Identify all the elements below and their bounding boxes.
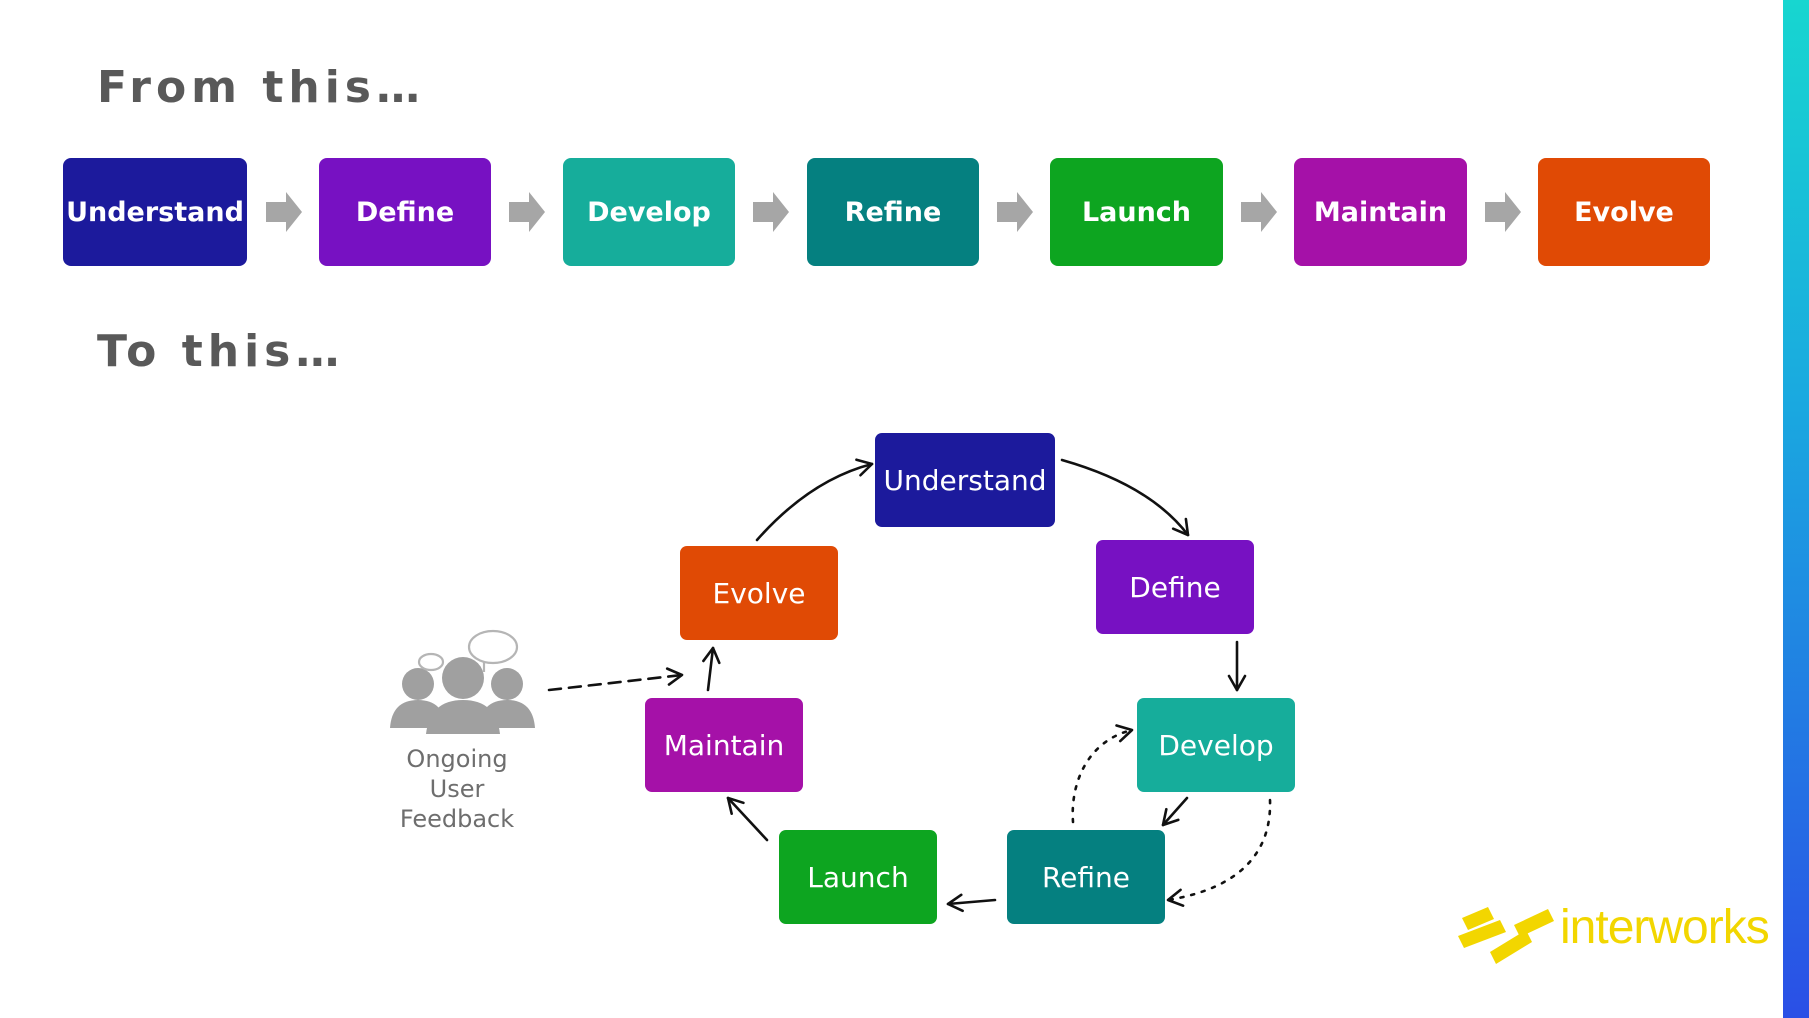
feedback-label: Ongoing User Feedback	[399, 745, 515, 833]
cycle-box-define: Define	[1096, 540, 1254, 634]
brand-name: interworks	[1560, 901, 1770, 954]
heading-to: To this…	[97, 326, 345, 377]
linear-step-develop: Develop	[563, 158, 735, 266]
linear-step-maintain: Maintain	[1294, 158, 1467, 266]
linear-step-understand: Understand	[63, 158, 247, 266]
flow-arrow-icon	[753, 192, 789, 232]
cycle-box-maintain: Maintain	[645, 698, 803, 792]
linear-step-refine: Refine	[807, 158, 979, 266]
linear-step-launch: Launch	[1050, 158, 1223, 266]
arrow-understand-to-define	[1060, 458, 1190, 537]
flow-arrow-icon	[509, 192, 545, 232]
cycle-box-develop: Develop	[1137, 698, 1295, 792]
cycle-box-evolve: Evolve	[680, 546, 838, 640]
arrow-develop-to-refine-dotted	[1166, 798, 1272, 907]
arrow-maintain-to-evolve	[702, 646, 721, 692]
heading-from: From this…	[97, 62, 425, 113]
cycle-box-launch: Launch	[779, 830, 937, 924]
arrow-refine-to-develop-dotted	[1071, 724, 1134, 824]
arrow-feedback-to-evolve-dashed	[547, 667, 684, 692]
linear-step-define: Define	[319, 158, 491, 266]
arrow-refine-to-launch	[946, 893, 997, 913]
arrow-evolve-to-understand	[755, 458, 874, 542]
flow-arrow-icon	[1241, 192, 1277, 232]
arrow-launch-to-maintain	[726, 796, 769, 842]
flow-arrow-icon	[997, 192, 1033, 232]
flow-arrow-icon	[266, 192, 302, 232]
cycle-box-refine: Refine	[1007, 830, 1165, 924]
arrow-develop-to-refine	[1161, 796, 1189, 827]
user-group-chat-icon	[390, 629, 535, 734]
accent-bar	[1783, 0, 1809, 1018]
interworks-logo-icon	[1458, 907, 1554, 964]
flow-arrow-icon	[1485, 192, 1521, 232]
linear-step-evolve: Evolve	[1538, 158, 1710, 266]
cycle-box-understand: Understand	[875, 433, 1055, 527]
